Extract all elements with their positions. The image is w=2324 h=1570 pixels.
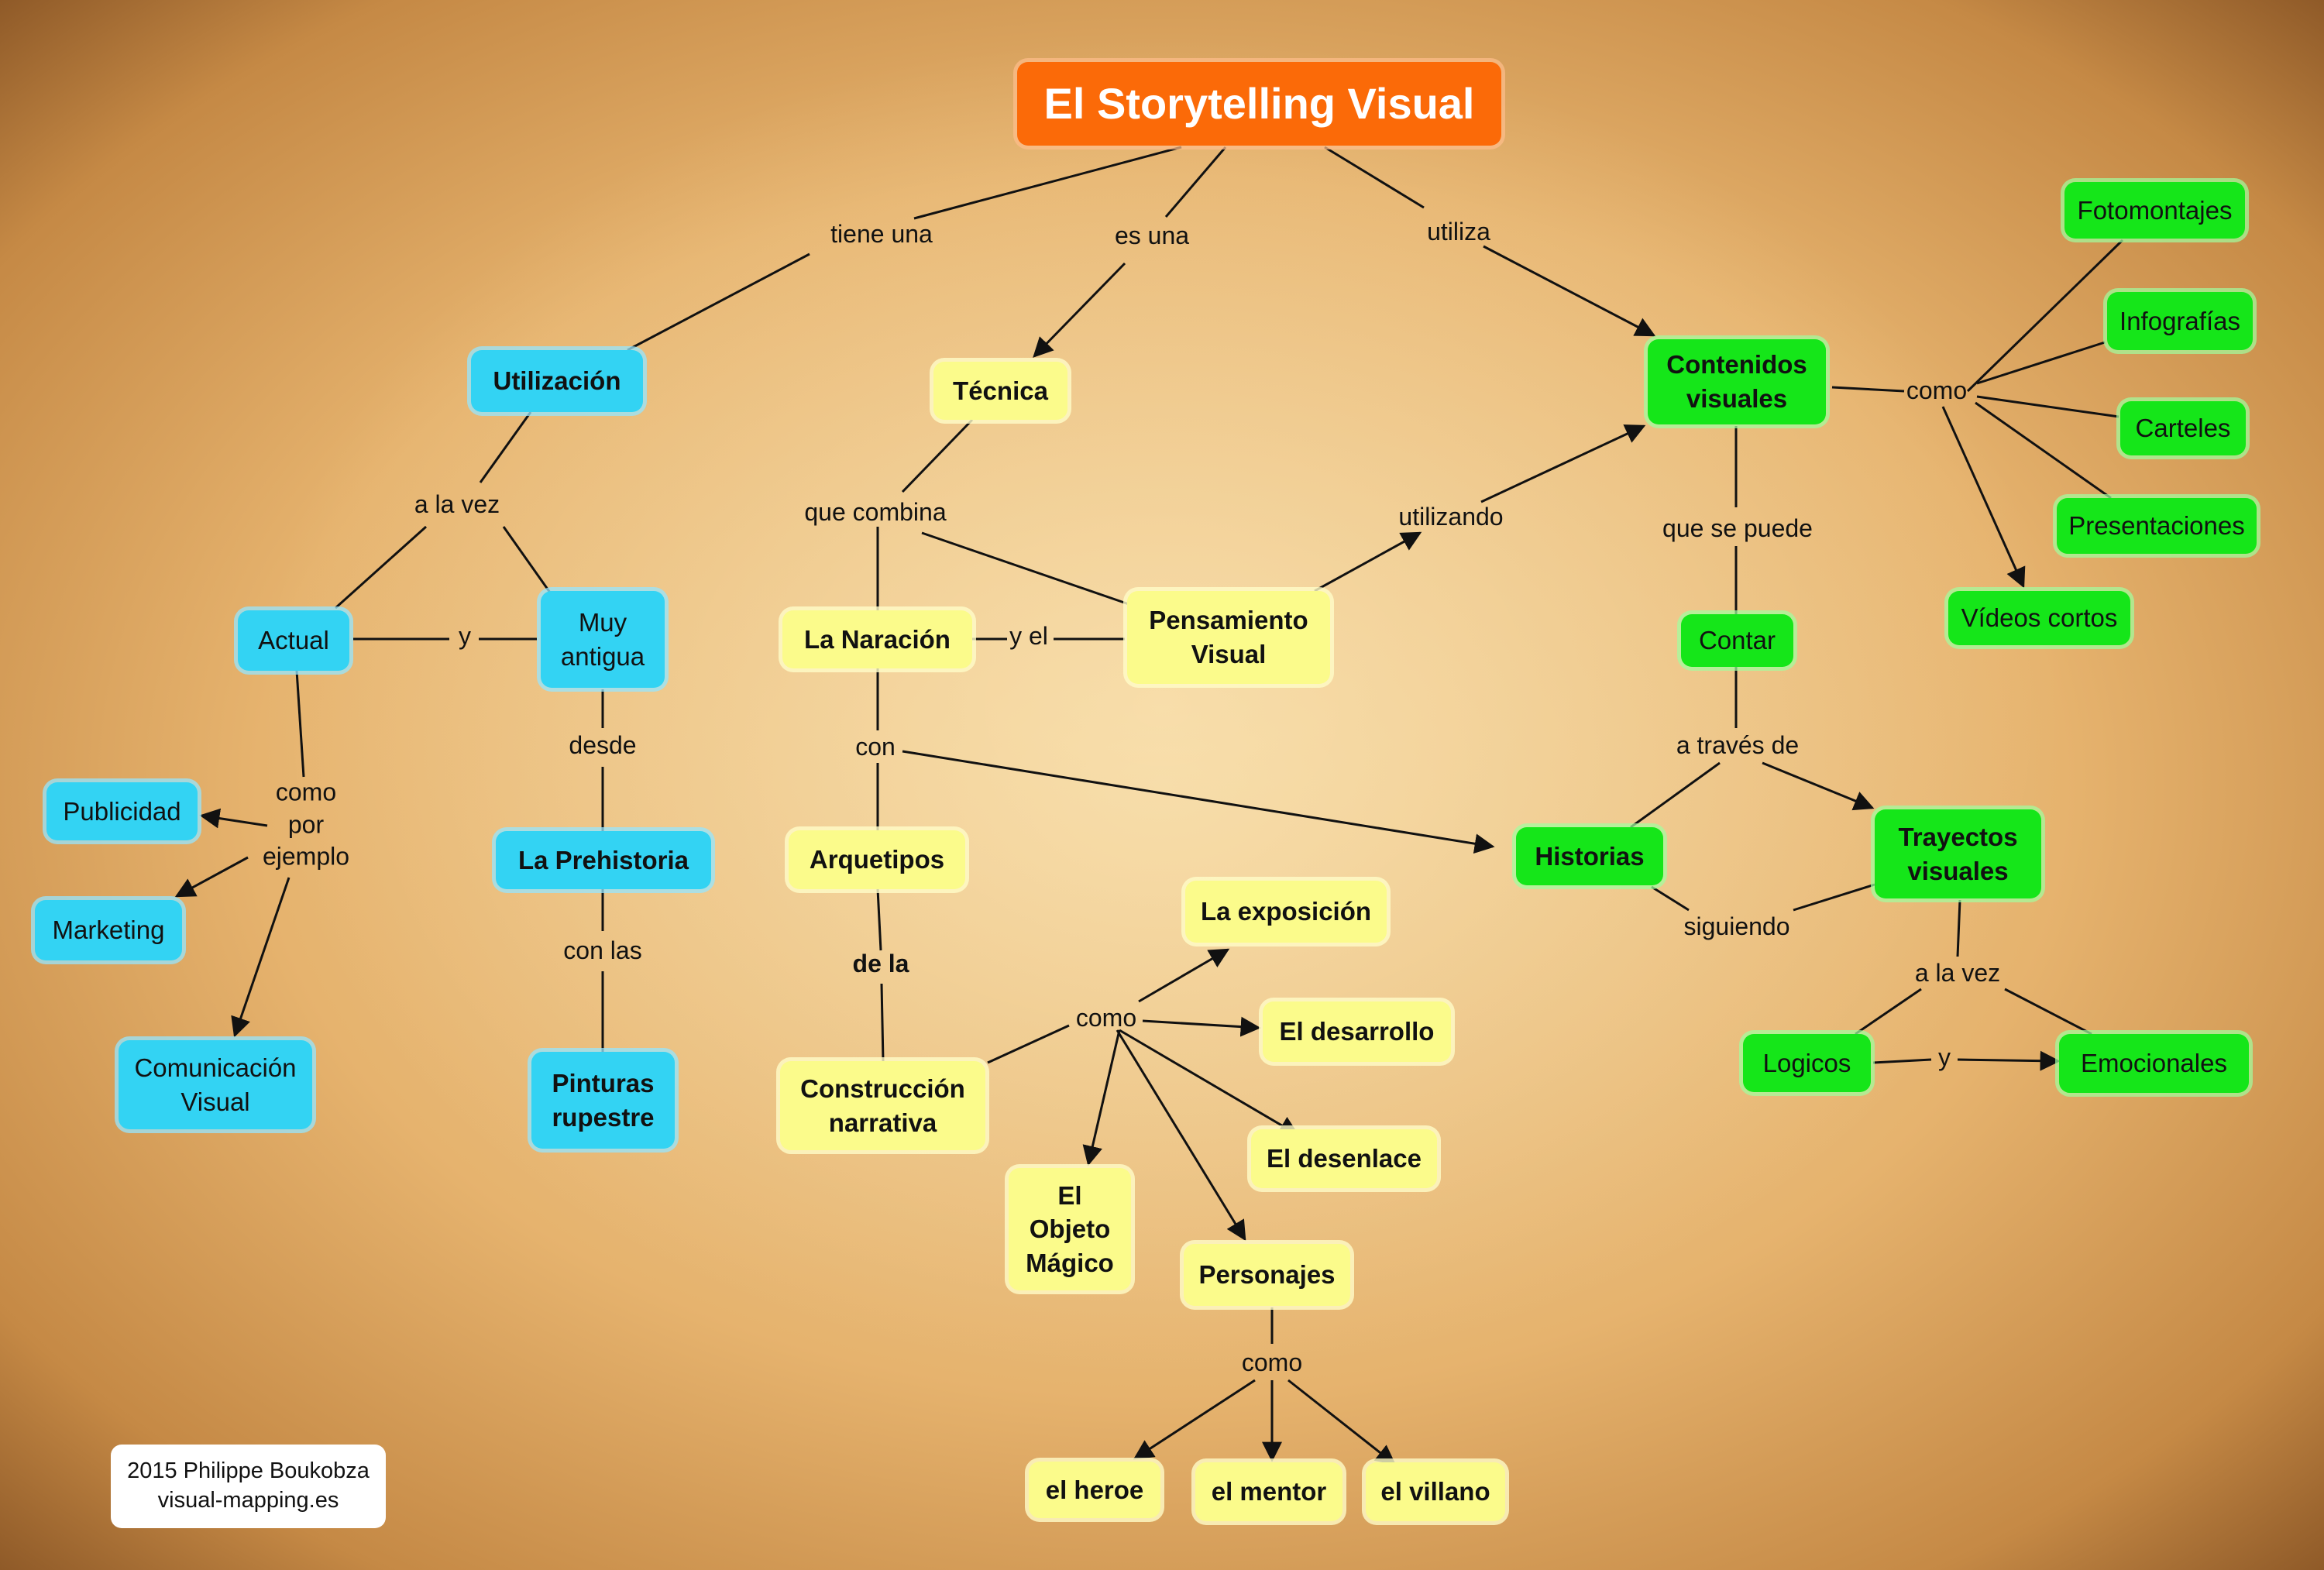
node-utilizacion: Utilización (471, 350, 643, 412)
node-historias: Historias (1516, 827, 1663, 885)
link-label: con (855, 733, 896, 761)
link-label: utilizando (1398, 503, 1504, 531)
link-label: a la vez (1914, 959, 2001, 988)
node-emocionales: Emocionales (2059, 1034, 2249, 1093)
node-el-objeto-magico: El Objeto Mágico (1009, 1168, 1131, 1290)
node-contar: Contar (1681, 614, 1793, 667)
node-el-heroe: el heroe (1029, 1462, 1160, 1518)
node-marketing: Marketing (35, 900, 182, 960)
node-trayectos-visuales: Trayectos visuales (1875, 809, 2041, 898)
credit-website: visual-mapping.es (157, 1488, 339, 1513)
node-contenidos-visuales: Contenidos visuales (1648, 339, 1826, 424)
link-label: como por ejemplo (262, 778, 350, 871)
node-pensamiento-visual: Pensamiento Visual (1127, 591, 1330, 684)
link-label: que se puede (1662, 514, 1813, 543)
link-label: como (1906, 376, 1968, 405)
link-label: de la (852, 950, 909, 978)
node-actual: Actual (238, 610, 349, 671)
link-label: como (1241, 1348, 1303, 1377)
node-fotomontajes: Fotomontajes (2064, 182, 2245, 239)
link-label: siguiendo (1683, 912, 1790, 941)
node-logicos: Logicos (1743, 1034, 1871, 1092)
node-el-desenlace: El desenlace (1251, 1129, 1437, 1188)
node-el-desarrollo: El desarrollo (1263, 1001, 1451, 1062)
node-videos-cortos: Vídeos cortos (1948, 591, 2130, 645)
link-label: con las (563, 936, 642, 965)
node-infografias: Infografías (2107, 292, 2253, 350)
title-node: El Storytelling Visual (1017, 62, 1501, 146)
node-publicidad: Publicidad (46, 782, 198, 840)
credit-author: 2015 Philippe Boukobza (127, 1458, 370, 1484)
node-presentaciones: Presentaciones (2057, 498, 2257, 554)
node-tecnica: Técnica (933, 362, 1067, 420)
node-arquetipos: Arquetipos (789, 830, 965, 889)
node-la-exposicion: La exposición (1185, 881, 1387, 943)
link-label: y (1938, 1043, 1951, 1072)
link-label: y el (1009, 622, 1048, 651)
link-label: tiene una (830, 220, 933, 249)
node-pinturas-rupestre: Pinturas rupestre (531, 1052, 675, 1149)
node-el-mentor: el mentor (1195, 1462, 1342, 1521)
link-label: a la vez (414, 490, 500, 519)
link-label: como (1075, 1004, 1137, 1032)
node-personajes: Personajes (1184, 1244, 1350, 1306)
link-label: utiliza (1427, 218, 1490, 246)
node-muy-antigua: Muy antigua (541, 591, 665, 688)
node-la-naracion: La Naración (782, 610, 972, 668)
node-carteles: Carteles (2120, 401, 2246, 455)
credit-box: 2015 Philippe Boukobza visual-mapping.es (111, 1445, 386, 1528)
link-label: es una (1114, 222, 1190, 250)
link-label: que combina (804, 498, 947, 527)
link-label: a través de (1676, 731, 1800, 760)
node-construccion-narrativa: Construcción narrativa (780, 1061, 985, 1150)
node-el-villano: el villano (1366, 1462, 1505, 1521)
link-label: y (459, 622, 471, 651)
node-la-prehistoria: La Prehistoria (496, 831, 711, 889)
node-comunicacion-visual: Comunicación Visual (119, 1040, 312, 1129)
link-label: desde (569, 731, 637, 760)
